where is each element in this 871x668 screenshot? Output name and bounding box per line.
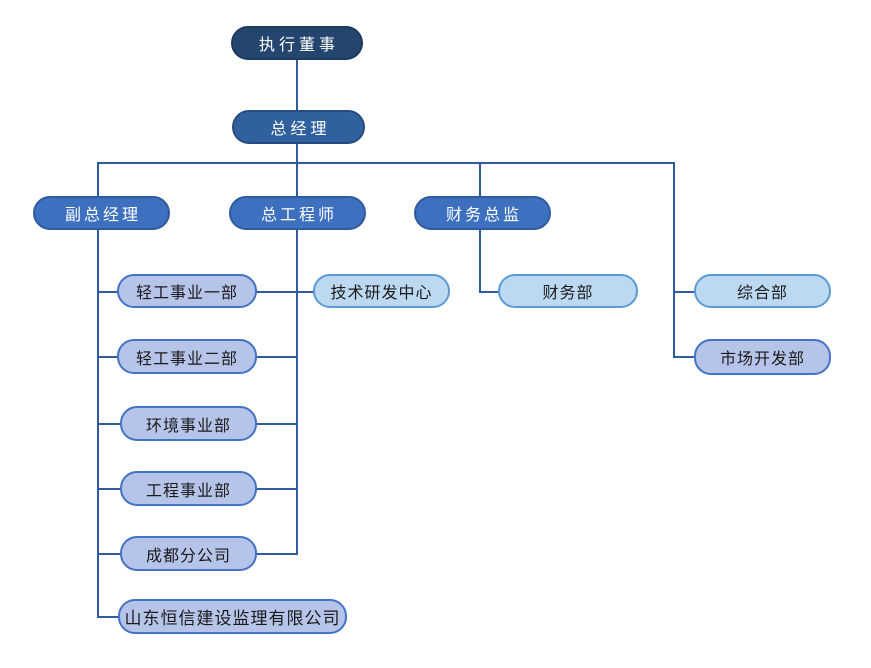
connector-stub-div2-right [256, 356, 298, 358]
connector-gm-to-bus [296, 143, 298, 164]
connector-stub-div1-left [97, 291, 118, 293]
org-node-label: 环境事业部 [145, 417, 231, 435]
org-node-label: 轻工事业一部 [135, 285, 238, 302]
org-node-label: 总经理 [270, 121, 331, 138]
org-node-market-dev-dept: 市场开发部 [694, 339, 831, 375]
connector-left-trunk [97, 162, 99, 618]
org-node-executive-director: 执行董事 [231, 26, 363, 60]
org-node-environment-div: 环境事业部 [120, 406, 257, 441]
org-node-finance-dept: 财务部 [498, 274, 638, 308]
connector-stub-marketdev [673, 356, 696, 358]
org-node-general-manager: 总经理 [232, 110, 365, 144]
connector-exec-to-gm [296, 58, 298, 112]
org-node-label: 副总经理 [64, 207, 141, 224]
connector-stub-chengdu-left [97, 553, 121, 555]
org-node-label: 财务总监 [445, 207, 522, 224]
org-node-label: 综合部 [736, 285, 788, 302]
org-node-label: 技术研发中心 [330, 285, 433, 302]
org-node-label: 总工程师 [260, 207, 337, 224]
org-node-general-dept: 综合部 [694, 274, 831, 308]
connector-stub-div2-left [97, 356, 118, 358]
org-node-engineering-div: 工程事业部 [120, 471, 257, 506]
connector-stub-shandong [97, 616, 119, 618]
connector-stub-eng-left [97, 488, 121, 490]
connector-main-bus [97, 162, 675, 164]
org-node-chief-engineer: 总工程师 [229, 196, 366, 230]
connector-stub-techrd [296, 291, 315, 293]
org-node-label: 市场开发部 [719, 351, 805, 368]
org-node-label: 山东恒信建设监理有限公司 [124, 609, 341, 628]
connector-stub-chengdu-right [256, 553, 298, 555]
org-node-shandong-hengxin: 山东恒信建设监理有限公司 [118, 599, 347, 634]
connector-stub-eng-right [256, 488, 298, 490]
org-node-label: 财务部 [542, 285, 594, 302]
org-node-tech-rd-center: 技术研发中心 [313, 274, 450, 308]
org-node-label: 轻工事业二部 [135, 350, 238, 368]
org-node-label: 成都分公司 [145, 547, 231, 565]
org-node-label: 工程事业部 [145, 482, 231, 500]
connector-right-trunk [673, 162, 675, 358]
connector-mid-trunk [296, 162, 298, 555]
org-node-light-industry-div2: 轻工事业二部 [117, 339, 257, 374]
connector-stub-env-left [97, 423, 121, 425]
org-node-chengdu-branch: 成都分公司 [120, 536, 257, 571]
org-node-finance-director: 财务总监 [414, 196, 551, 230]
org-node-label: 执行董事 [258, 37, 339, 54]
org-node-deputy-general-manager: 副总经理 [33, 196, 170, 230]
org-node-light-industry-div1: 轻工事业一部 [117, 274, 257, 308]
connector-stub-financedept [479, 291, 500, 293]
connector-stub-div1-right [256, 291, 298, 293]
connector-stub-generaldept [673, 291, 696, 293]
connector-stub-env-right [256, 423, 298, 425]
